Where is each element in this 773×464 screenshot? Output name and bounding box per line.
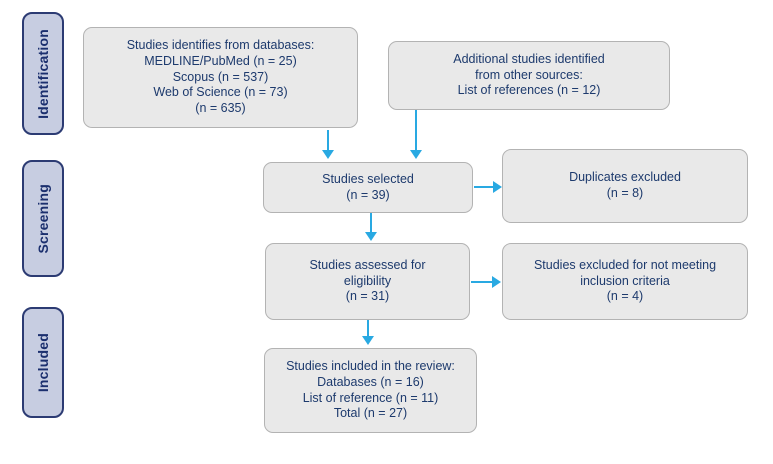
connector-assessed-to-excluded [471, 276, 501, 288]
connector-selected-to-duplicates [474, 181, 502, 193]
arrow-down-icon [365, 232, 377, 241]
box-studies-included: Studies included in the review: Database… [264, 348, 477, 433]
stage-tab-identification: Identification [22, 12, 64, 135]
box-text-line: Scopus (n = 537) [172, 69, 269, 84]
box-text-line: (n = 39) [346, 187, 390, 202]
box-text-line: Databases (n = 16) [317, 374, 424, 389]
box-text-line: (n = 31) [345, 289, 390, 304]
stage-label: Included [35, 332, 51, 393]
box-text-line: List of reference (n = 11) [302, 390, 439, 405]
box-studies-assessed: Studies assessed for eligibility (n = 31… [265, 243, 470, 320]
box-text-line: eligibility [343, 273, 392, 288]
stage-tab-screening: Screening [22, 160, 64, 277]
box-text-line: Studies identifies from databases: [126, 38, 315, 52]
stage-tab-included: Included [22, 307, 64, 418]
arrow-down-icon [362, 336, 374, 345]
box-text-line: Studies included in the review: [286, 358, 455, 373]
box-text-line: Total (n = 27) [333, 406, 408, 421]
stage-label: Screening [35, 183, 51, 254]
box-text-line: (n = 8) [606, 186, 644, 200]
arrow-line [327, 130, 329, 150]
arrow-right-icon [493, 181, 502, 193]
box-text-line: from other sources: [475, 67, 583, 82]
box-text-line: (n = 635) [195, 101, 246, 116]
connector-assessed-to-included [362, 320, 374, 345]
arrow-line [370, 213, 372, 232]
box-text-line: Additional studies identified [453, 51, 605, 66]
connector-databases-to-selected [322, 130, 334, 159]
connector-additional-to-selected [410, 110, 422, 159]
stage-label: Identification [35, 28, 51, 119]
arrow-line [474, 186, 493, 188]
box-text-line: Studies excluded for not meeting [533, 257, 717, 272]
arrow-down-icon [322, 150, 334, 159]
box-text-line: Web of Science (n = 73) [153, 85, 288, 100]
box-studies-excluded: Studies excluded for not meeting inclusi… [502, 243, 748, 320]
box-text-line: MEDLINE/PubMed (n = 25) [144, 53, 297, 68]
box-text-line: Studies selected [322, 171, 414, 186]
arrow-right-icon [492, 276, 501, 288]
box-studies-selected: Studies selected (n = 39) [263, 162, 473, 213]
connector-selected-to-assessed [365, 213, 377, 241]
box-text-line: Studies assessed for [309, 257, 426, 272]
arrow-down-icon [410, 150, 422, 159]
box-text-line: Duplicates excluded [569, 170, 681, 185]
box-additional-studies: Additional studies identified from other… [388, 41, 670, 110]
arrow-line [471, 281, 492, 283]
arrow-line [415, 110, 417, 150]
box-text-line: (n = 4) [606, 289, 644, 304]
box-studies-identified-databases: Studies identifies from databases: MEDLI… [83, 27, 358, 128]
box-text-line: List of references (n = 12) [457, 83, 601, 98]
box-text-line: inclusion criteria [580, 273, 670, 288]
arrow-line [367, 320, 369, 336]
box-duplicates-excluded: Duplicates excluded (n = 8) [502, 149, 748, 223]
